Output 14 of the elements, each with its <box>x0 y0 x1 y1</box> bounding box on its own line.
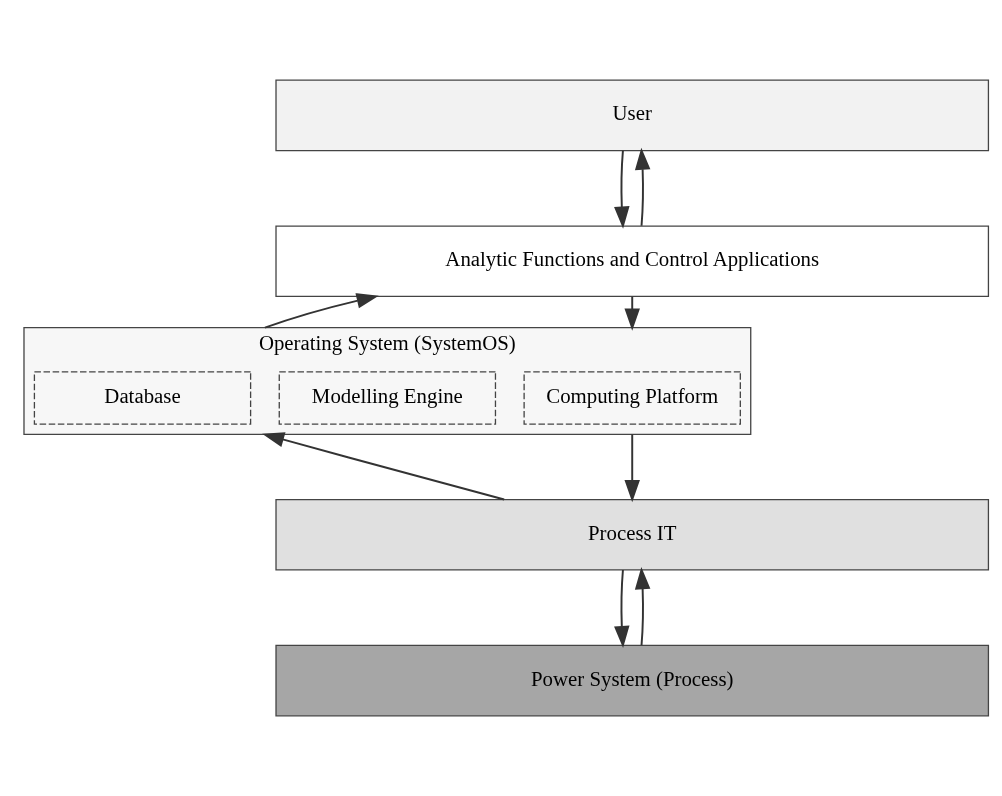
node-box: Database <box>33 371 252 425</box>
arrow <box>614 149 630 229</box>
arrow <box>614 569 630 649</box>
node-box: User <box>275 79 990 152</box>
node-box: Power System (Process) <box>275 644 990 717</box>
arrow <box>624 433 640 503</box>
node-box: Process IT <box>275 498 990 571</box>
arrow <box>262 432 506 501</box>
arrow <box>634 147 651 227</box>
arrow <box>634 567 651 647</box>
arrow <box>263 293 379 329</box>
node-box: Modelling Engine <box>278 371 497 425</box>
node-box: Analytic Functions and Control Applications <box>275 225 990 298</box>
node-box: Computing Platform <box>523 371 741 425</box>
